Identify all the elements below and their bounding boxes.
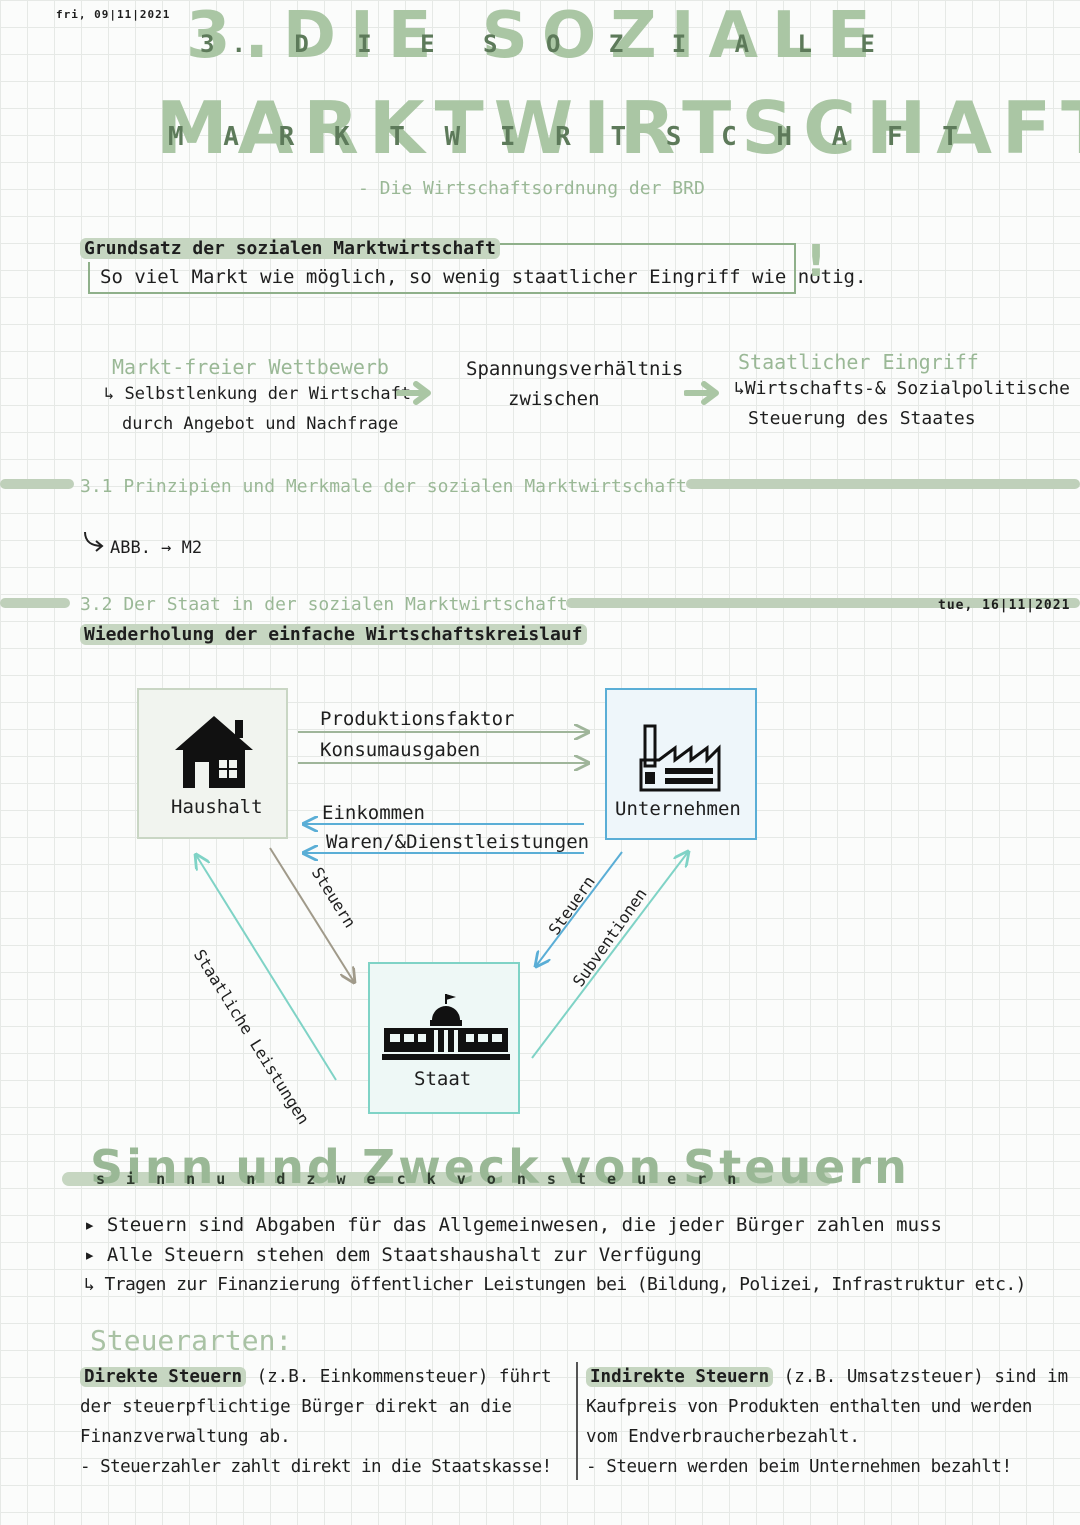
page-title-line2: MARKTWIRTSCHAFT xyxy=(156,86,1080,170)
section32-subheading: Wiederholung der einfache Wirtschaftskre… xyxy=(80,624,587,645)
principle-heading: Grundsatz der sozialen Marktwirtschaft xyxy=(80,238,500,259)
tax-bullet-1: ▸ Steuern sind Abgaben für das Allgemein… xyxy=(84,1214,942,1236)
tension-right-line1: ↳Wirtschafts-& Sozialpolitische xyxy=(734,378,1070,399)
flow-state-services-label: Staatliche Leistungen xyxy=(190,946,313,1128)
state-label: Staat xyxy=(414,1068,472,1090)
direct-tax-text1: (z.B. Einkommensteuer) führt xyxy=(246,1367,552,1387)
principle-box-top xyxy=(500,243,796,245)
indirect-tax-text1: (z.B. Umsatzsteuer) sind im xyxy=(773,1367,1069,1387)
direct-tax-line1: Direkte Steuern (z.B. Einkommensteuer) f… xyxy=(80,1362,570,1392)
divider-bar xyxy=(0,479,74,489)
direct-tax-line3: Finanzverwaltung ab. xyxy=(80,1427,291,1447)
arrow-right-icon xyxy=(396,381,431,405)
direct-tax-block: Direkte Steuern (z.B. Einkommensteuer) f… xyxy=(80,1362,570,1482)
taxes-heading: Sinn und Zweck von Steuern xyxy=(90,1140,910,1194)
page-title-line1-overlay: 3. D I E S O Z I A L E xyxy=(200,30,892,58)
flow-consumption-label: Konsumausgaben xyxy=(320,739,481,761)
section32-heading: 3.2 Der Staat in der sozialen Marktwirts… xyxy=(80,594,568,615)
household-box: Haushalt xyxy=(137,688,288,839)
taxes-heading-overlay: s i n n u n d z w e c k v o n s t e u e … xyxy=(96,1170,743,1188)
tax-bullet-2: ▸ Alle Steuern stehen dem Staatshaushalt… xyxy=(84,1244,702,1266)
exclamation-mark: ! xyxy=(806,236,827,287)
tax-types-heading: Steuerarten: xyxy=(90,1324,293,1357)
divider-bar xyxy=(0,598,70,608)
tension-right-line2: Steuerung des Staates xyxy=(748,408,976,429)
section32-subheading-text: Wiederholung der einfache Wirtschaftskre… xyxy=(80,624,587,645)
flow-company-taxes-label: Steuern xyxy=(544,872,599,939)
principle-box xyxy=(88,262,796,294)
state-box: Staat xyxy=(368,962,520,1114)
section32-date: tue, 16|11|2021 xyxy=(938,598,1071,613)
curved-arrow-icon xyxy=(84,531,104,552)
page-subtitle: - Die Wirtschaftsordnung der BRD xyxy=(358,178,705,199)
indirect-tax-line4: - Steuern werden beim Unternehmen bezahl… xyxy=(586,1457,1012,1477)
tension-left-line1: ↳ Selbstlenkung der Wirtschaft xyxy=(104,384,412,404)
divider-bar xyxy=(566,598,1080,608)
principle-heading-text: Grundsatz der sozialen Marktwirtschaft xyxy=(80,238,500,259)
principle-box-right xyxy=(794,243,796,265)
taxes-heading-strike xyxy=(62,1172,832,1186)
company-box: Unternehmen xyxy=(605,688,757,840)
tax-columns-divider xyxy=(576,1362,578,1480)
arrow-subsidies xyxy=(531,852,688,1059)
company-label: Unternehmen xyxy=(615,798,741,820)
flow-production-label: Produktionsfaktor xyxy=(320,708,515,730)
principle-box-left xyxy=(88,262,90,272)
flow-income-label: Einkommen xyxy=(322,802,425,824)
tension-center-line1: Spannungsverhältnis xyxy=(466,358,684,380)
indirect-tax-line3: vom Endverbraucherbezahlt. xyxy=(586,1427,860,1447)
factory-icon xyxy=(639,724,721,792)
indirect-tax-line1: Indirekte Steuern (z.B. Umsatzsteuer) si… xyxy=(586,1362,1080,1392)
flow-household-taxes-label: Steuern xyxy=(307,863,360,932)
household-label: Haushalt xyxy=(171,796,263,818)
tax-bullet-3: ↳ Tragen zur Finanzierung öffentlicher L… xyxy=(84,1274,1026,1295)
section31-reference: ABB. → M2 xyxy=(110,538,203,558)
page-title-line1: 3.DIE SOZIALE xyxy=(186,0,885,73)
indirect-tax-line2: Kaufpreis von Produkten enthalten und we… xyxy=(586,1397,1032,1417)
section31-heading: 3.1 Prinzipien und Merkmale der sozialen… xyxy=(80,476,687,497)
date-top: fri, 09|11|2021 xyxy=(56,8,171,21)
page-title-line2-overlay: M A R K T W I R T S C H A F T xyxy=(168,122,970,152)
indirect-tax-block: Indirekte Steuern (z.B. Umsatzsteuer) si… xyxy=(586,1362,1080,1482)
divider-bar xyxy=(686,479,1080,489)
arrow-right-icon xyxy=(684,381,719,405)
indirect-tax-label: Indirekte Steuern xyxy=(586,1367,774,1387)
tension-left-title: Markt-freier Wettbewerb xyxy=(112,355,389,379)
flow-goods-label: Waren/&Dienstleistungen xyxy=(326,831,590,853)
tension-right-title: Staatlicher Eingriff xyxy=(738,350,979,374)
principle-statement: So viel Markt wie möglich, so wenig staa… xyxy=(100,266,867,288)
tension-left-line2: durch Angebot und Nachfrage xyxy=(122,414,399,434)
flow-state-services-text: Staatliche Leistungen xyxy=(189,946,314,1128)
tension-center-line2: zwischen xyxy=(508,388,600,410)
direct-tax-label: Direkte Steuern xyxy=(80,1367,247,1387)
direct-tax-line4: - Steuerzahler zahlt direkt in die Staat… xyxy=(80,1457,552,1477)
government-building-icon xyxy=(382,994,510,1060)
direct-tax-line2: der steuerpflichtige Bürger direkt an di… xyxy=(80,1397,512,1417)
house-icon xyxy=(175,716,253,788)
